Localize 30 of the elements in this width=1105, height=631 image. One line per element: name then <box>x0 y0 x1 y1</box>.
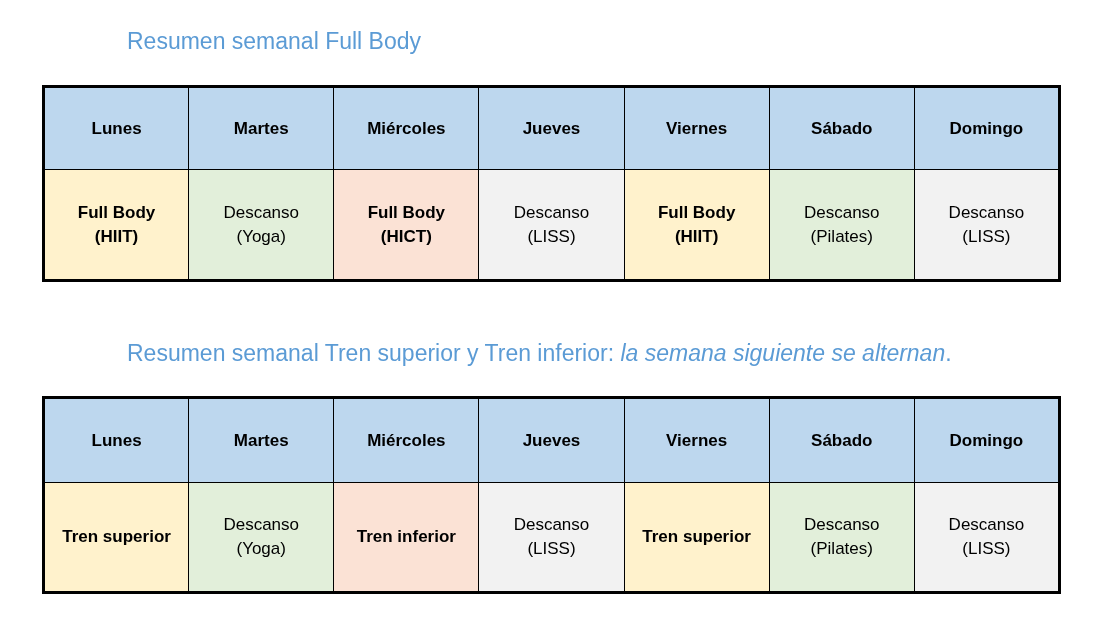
section-heading: Resumen semanal Full Body <box>127 28 422 55</box>
section-heading: Resumen semanal Tren superior y Tren inferior: la semana siguiente se alternan. <box>127 340 952 367</box>
day-header-cell: Domingo <box>914 397 1060 483</box>
activity-cell: Full Body (HICT) <box>333 169 479 281</box>
activity-cell: Descanso (LISS) <box>914 169 1060 281</box>
activity-cell: Descanso (Yoga) <box>188 169 334 281</box>
day-header-cell: Lunes <box>43 86 189 170</box>
activity-cell: Descanso (Pilates) <box>769 482 915 593</box>
day-header-cell: Sábado <box>769 86 915 170</box>
day-header-cell: Lunes <box>43 397 189 483</box>
day-header-cell: Miércoles <box>333 397 479 483</box>
day-header-cell: Jueves <box>478 397 625 483</box>
day-header-cell: Martes <box>188 397 334 483</box>
day-header-cell: Jueves <box>478 86 625 170</box>
day-header-cell: Martes <box>188 86 334 170</box>
day-header-cell: Domingo <box>914 86 1060 170</box>
day-header-cell: Viernes <box>624 397 770 483</box>
day-header-cell: Viernes <box>624 86 770 170</box>
activity-cell: Tren superior <box>624 482 770 593</box>
activity-cell: Descanso (LISS) <box>478 482 625 593</box>
activity-cell: Tren inferior <box>333 482 479 593</box>
activity-cell: Descanso (Pilates) <box>769 169 915 281</box>
day-header-cell: Miércoles <box>333 86 479 170</box>
activity-cell: Tren superior <box>43 482 189 593</box>
activity-cell: Descanso (LISS) <box>478 169 625 281</box>
activity-cell: Descanso (Yoga) <box>188 482 334 593</box>
activity-cell: Full Body (HIIT) <box>624 169 770 281</box>
activity-cell: Full Body (HIIT) <box>43 169 189 281</box>
activity-cell: Descanso (LISS) <box>914 482 1060 593</box>
day-header-cell: Sábado <box>769 397 915 483</box>
